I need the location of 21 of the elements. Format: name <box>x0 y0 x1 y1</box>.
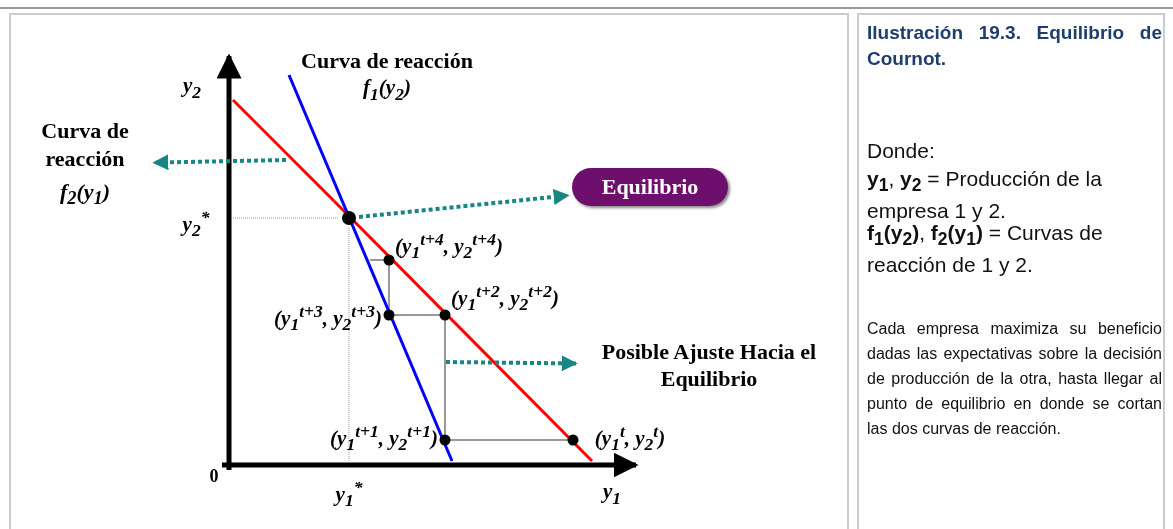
curve-label: Posible Ajuste Hacia el Equilibrio <box>600 337 818 393</box>
figure-title: Ilustración 19.3. Equilibrio de Cournot. <box>867 21 1162 71</box>
arrow <box>152 154 287 171</box>
point-label: (y$_{1}$$^{t+2}$, y$_{2}$$^{t+2}$) <box>451 280 559 316</box>
point-label: (y$_{1}$$^{t+4}$, y$_{2}$$^{t+4}$) <box>395 228 503 264</box>
equilibrium-point <box>342 211 356 225</box>
definition-text: Donde: <box>867 138 936 164</box>
function-label: f$_{1}$(y$_{2}$) <box>363 75 411 105</box>
point-label: (y$_{1}$$^{t}$, y$_{2}$$^{t}$) <box>594 420 666 456</box>
axis-label: 0 <box>209 465 219 487</box>
point-label: (y$_{1}$$^{t+3}$, y$_{2}$$^{t+3}$) <box>274 300 382 336</box>
axis-label: y$_{1}$ <box>602 479 622 509</box>
callout-pill: Equilibrio <box>572 168 728 206</box>
function-label: f$_{2}$(y$_{1}$) <box>59 178 111 211</box>
axis-label: y$_{2}$ <box>182 73 202 103</box>
reaction-curve <box>231 98 336 203</box>
arrow <box>358 188 570 219</box>
curve-label: Curva de reacción <box>301 48 473 74</box>
arrow <box>445 355 578 372</box>
point-label: (y$_{1}$$^{t+1}$, y$_{2}$$^{t+1}$) <box>330 420 438 456</box>
description-paragraph: Cada empresa maximiza su beneficio dadas las expectativas sobre la decisión de producción de la otra, hasta llegar al punto de equilibrio en donde se cortan las dos curvas de reacción. <box>867 319 1162 439</box>
